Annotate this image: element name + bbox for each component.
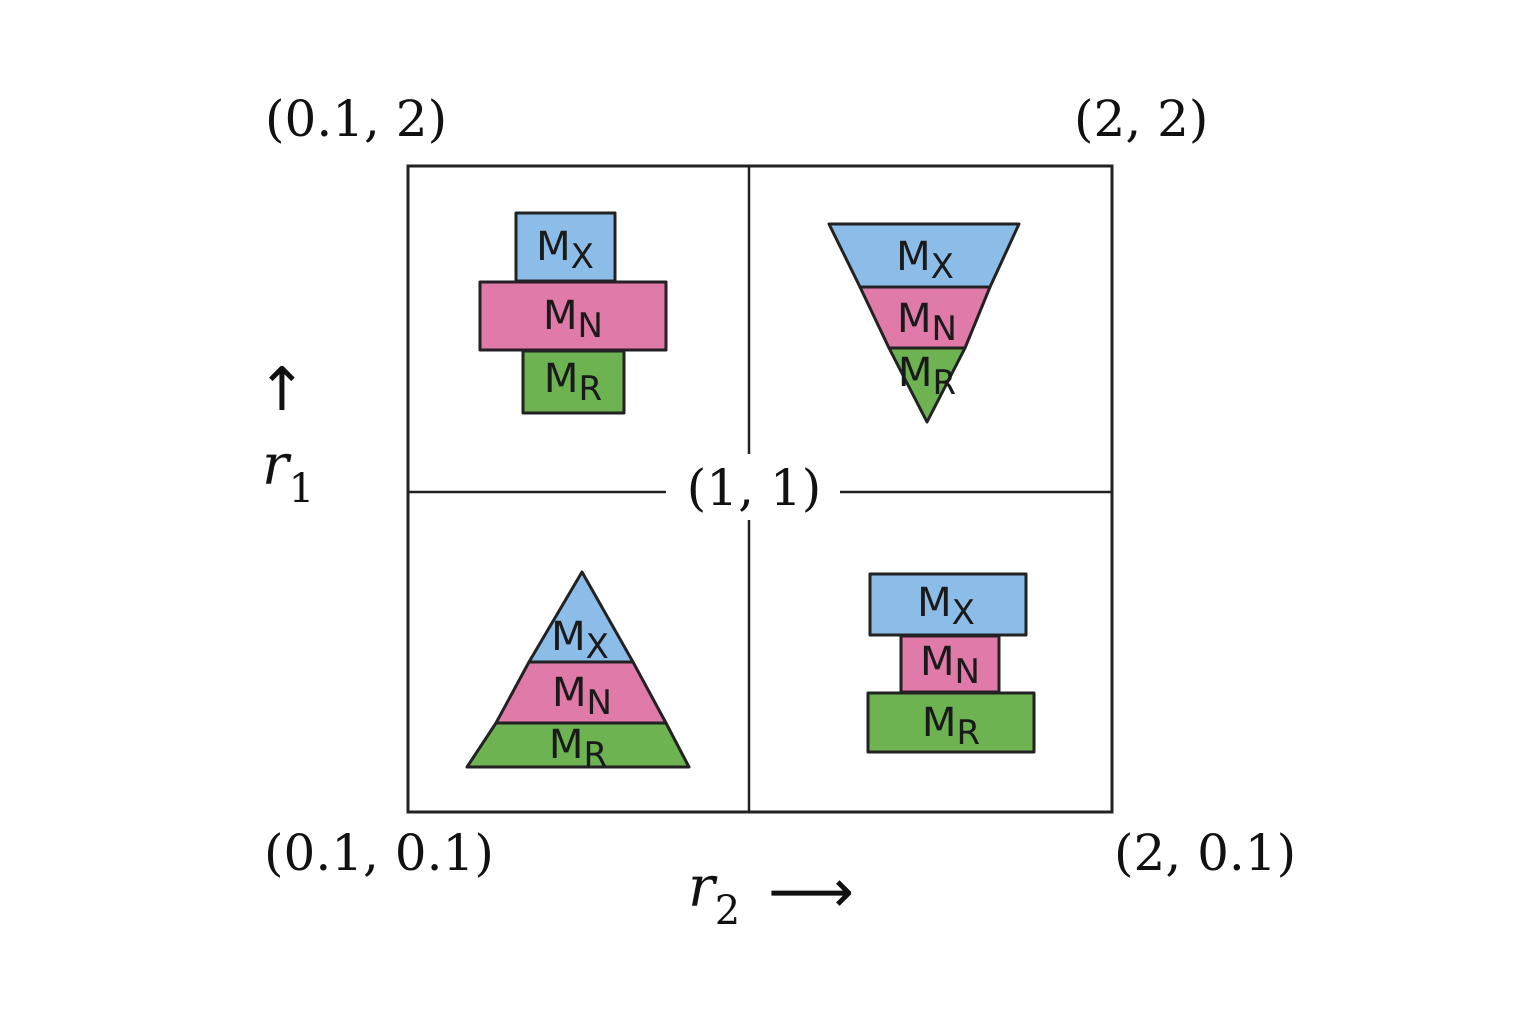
horizontal-axis-subscript: 2 [715,888,740,934]
center-label: (1, 1) [687,459,821,517]
vertical-axis: ↑ r1 [257,355,314,512]
quadrant-bottom-right: MX MN MR [866,572,1036,754]
corner-label-bottom-right: (2, 0.1) [1114,824,1296,882]
top-right-label-n: MN [897,296,957,349]
vertical-axis-subscript: 1 [289,466,314,512]
right-arrow-icon: ⟶ [768,857,854,927]
bottom-right-label-x: MX [917,580,975,633]
top-right-label-r: MR [898,350,956,403]
bottom-left-label-n: MN [552,670,612,723]
bottom-right-layer-x [868,572,1028,637]
top-left-label-n: MN [543,293,603,346]
bottom-right-layer-r [866,691,1036,754]
top-left-layer-r [521,349,626,415]
horizontal-axis-main: r [688,855,718,920]
quadrant-top-right: MX MN MR [827,222,1021,424]
top-left-label-r: MR [544,356,602,409]
bottom-left-label-r: MR [549,722,607,775]
bottom-left-layer-r [465,721,691,769]
diagram-frame [406,164,1114,814]
quadrant-top-left: MX MN MR [478,211,668,415]
bottom-right-label-r: MR [922,700,980,753]
top-left-layer-x [514,211,617,283]
top-left-label-x: MX [536,224,594,277]
horizontal-axis: r2 ⟶ [688,855,854,934]
corner-label-top-left: (0.1, 2) [265,90,447,148]
horizontal-axis-symbol: r2 [688,855,740,934]
bottom-left-label-x: MX [551,614,609,667]
up-arrow-icon: ↑ [257,355,307,425]
bottom-right-label-n: MN [920,639,980,692]
vertical-axis-main: r [262,433,292,498]
quadrant-bottom-left: MX MN MR [465,570,691,775]
corner-label-bottom-left: (0.1, 0.1) [264,824,494,882]
top-right-label-x: MX [896,234,954,287]
corner-label-top-right: (2, 2) [1074,90,1208,148]
top-right-layer-r [887,346,967,424]
vertical-axis-symbol: r1 [262,433,314,512]
